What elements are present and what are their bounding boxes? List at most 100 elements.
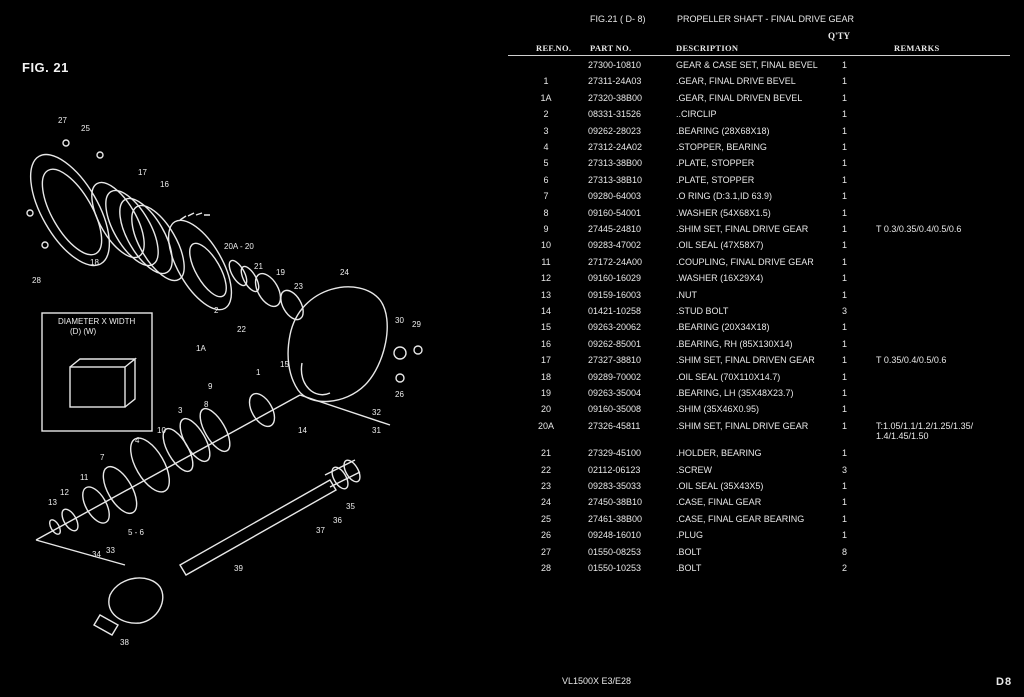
svg-text:27: 27 <box>58 116 67 125</box>
description-cell: .GEAR, FINAL DRIVE BEVEL <box>676 76 796 87</box>
ref-cell: 4 <box>543 142 549 152</box>
remarks-cell: T 0.35/0.4/0.5/0.6 <box>876 355 947 366</box>
inset-box <box>41 312 153 432</box>
svg-text:3: 3 <box>178 406 183 415</box>
qty-cell: 1 <box>842 371 848 382</box>
ref-cell: 14 <box>540 306 551 316</box>
ref-cell: 2 <box>543 109 549 120</box>
ref-cell: 25 <box>540 513 551 524</box>
svg-text:33: 33 <box>106 546 115 555</box>
ref-cell: 13 <box>540 289 551 300</box>
part-number-cell: 27300-10810 <box>588 60 642 70</box>
ref-cell: 22 <box>540 464 551 475</box>
part-number-cell: 09289-70002 <box>588 371 642 382</box>
header-rule <box>508 55 1010 56</box>
svg-text:20A - 20: 20A - 20 <box>224 242 254 251</box>
part-number-cell: 27445-24810 <box>588 224 642 234</box>
svg-text:11: 11 <box>80 473 89 482</box>
part-number-cell: 01421-10258 <box>588 306 642 316</box>
ref-cell: 26 <box>540 530 551 541</box>
qty-cell: 1 <box>842 497 848 508</box>
part-number-cell: 27327-38810 <box>588 355 642 366</box>
qty-cell: 1 <box>842 448 848 459</box>
ref-cell: 15 <box>540 322 551 333</box>
exploded-parts-diagram: 27 25 17 16 18 28 20A - 20 21 19 23 2 22… <box>26 116 423 647</box>
ref-cell: 7 <box>543 191 549 202</box>
svg-text:23: 23 <box>294 282 303 291</box>
svg-text:1A: 1A <box>196 344 206 353</box>
description-cell: .BOLT <box>676 563 702 573</box>
description-cell: .NUT <box>676 289 697 300</box>
svg-text:14: 14 <box>298 426 307 435</box>
svg-text:21: 21 <box>254 262 263 271</box>
qty-cell: 1 <box>842 125 848 136</box>
part-number-cell: 01550-10253 <box>588 563 642 573</box>
description-cell: .PLATE, STOPPER <box>676 158 755 169</box>
ref-cell: 9 <box>543 224 549 234</box>
remarks-cell: T:1.05/1.1/1.2/1.25/1.35/ 1.4/1.45/1.50 <box>876 420 974 441</box>
svg-text:8: 8 <box>204 400 209 409</box>
svg-text:9: 9 <box>208 382 213 391</box>
qty-cell: 1 <box>842 513 848 524</box>
part-number-cell: 09160-16029 <box>588 273 642 284</box>
remarks-cell: T 0.3/0.35/0.4/0.5/0.6 <box>876 224 962 234</box>
description-cell: .GEAR, FINAL DRIVEN BEVEL <box>676 92 803 103</box>
svg-text:12: 12 <box>60 488 69 497</box>
part-number-cell: 09263-35004 <box>588 388 642 398</box>
qty-cell: 1 <box>842 481 848 491</box>
description-cell: .SHIM SET, FINAL DRIVE GEAR <box>676 224 809 234</box>
svg-text:26: 26 <box>395 390 404 399</box>
qty-cell: 1 <box>842 92 848 103</box>
svg-text:35: 35 <box>346 502 355 511</box>
svg-text:38: 38 <box>120 638 129 647</box>
svg-text:22: 22 <box>237 325 246 334</box>
part-number-cell: 09159-16003 <box>588 289 642 300</box>
description-cell: .O RING (D:3.1,ID 63.9) <box>676 191 773 202</box>
propeller-shaft-drawing <box>93 459 361 636</box>
qty-cell: 1 <box>842 388 848 398</box>
description-cell: .BEARING, LH (35X48X23.7) <box>676 388 794 398</box>
svg-text:24: 24 <box>340 268 349 277</box>
ref-cell: 20A <box>537 420 554 431</box>
qty-label: Q'TY <box>828 31 851 41</box>
ref-cell: 24 <box>540 497 551 508</box>
description-cell: .STOPPER, BEARING <box>676 142 767 152</box>
bearing-case-drawing <box>26 139 111 267</box>
qty-cell: 1 <box>842 224 848 234</box>
svg-text:29: 29 <box>412 320 421 329</box>
svg-text:2: 2 <box>214 306 219 315</box>
part-number-cell: 27311-24A03 <box>588 76 642 87</box>
figure-reference: FIG.21 ( D- 8) <box>590 14 646 24</box>
qty-cell: 8 <box>842 546 848 557</box>
qty-cell: 1 <box>842 420 848 431</box>
description-cell: .PLATE, STOPPER <box>676 174 755 185</box>
qty-cell: 1 <box>842 322 848 333</box>
qty-cell: 1 <box>842 289 848 300</box>
table-row: 13 09159-16003 .NUT 1 <box>0 290 1024 306</box>
part-number-cell: 27461-38B00 <box>588 513 643 524</box>
qty-cell: 1 <box>842 338 848 349</box>
ref-cell: 17 <box>540 355 551 366</box>
page-number: D8 <box>996 676 1013 688</box>
qty-cell: 1 <box>842 207 848 218</box>
description-cell: .BEARING, RH (85X130X14) <box>676 338 793 349</box>
qty-cell: 1 <box>842 76 848 87</box>
part-number-cell: 27313-38B10 <box>588 174 643 185</box>
part-number-cell: 27313-38B00 <box>588 158 643 169</box>
